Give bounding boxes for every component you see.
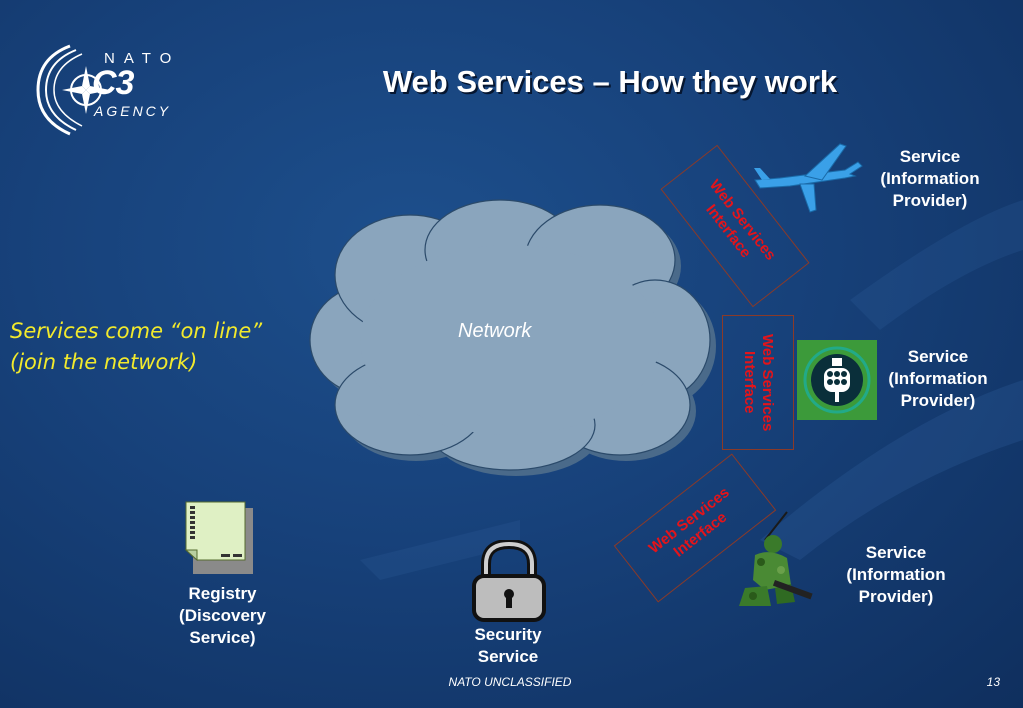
page-number: 13: [986, 675, 1000, 689]
registry-document-icon: [184, 501, 253, 574]
logo-agency-text: AGENCY: [94, 103, 172, 119]
service-label-line2: (Information: [880, 169, 980, 188]
services-note-line1: Services come “on line”: [10, 319, 263, 343]
interface-label-line2: Interface: [741, 351, 758, 414]
service-label-line2: (Information: [888, 369, 988, 388]
service-label-line1: Service: [907, 347, 969, 366]
service-label-line3: Provider): [892, 191, 968, 210]
registry-label-line1: Registry: [188, 584, 257, 603]
classification-footer: NATO UNCLASSIFIED: [448, 675, 572, 689]
registry-label: Registry (Discovery Service): [160, 583, 285, 649]
interface-label-line1: Web Services: [759, 333, 776, 432]
service-provider-label-aircraft: Service (Information Provider): [870, 146, 990, 212]
registry-label-line2: (Discovery: [179, 606, 266, 625]
service-label-line2: (Information: [846, 565, 946, 584]
service-provider-label-sensor: Service (Information Provider): [878, 346, 998, 412]
sensor-station-icon: [797, 340, 877, 420]
network-label: Network: [458, 320, 532, 342]
service-label-line3: Provider): [858, 587, 934, 606]
logo-c3-text: C3: [92, 64, 134, 102]
service-label-line1: Service: [899, 147, 961, 166]
slide-title: Web Services – How they work: [382, 64, 838, 99]
security-service-label: Security Service: [448, 624, 568, 668]
compass-emblem-icon: [36, 44, 110, 136]
registry-label-line3: Service): [189, 628, 256, 647]
network-cloud: [309, 199, 716, 476]
security-label-line2: Service: [477, 647, 539, 666]
nato-c3-agency-logo: NATO C3 AGENCY: [30, 38, 190, 138]
soldier-icon: [739, 511, 813, 606]
logo-nato-text: NATO: [104, 50, 181, 67]
security-label-line1: Security: [474, 625, 542, 644]
services-online-note: Services come “on line” (join the networ…: [10, 316, 262, 378]
services-note-line2: (join the network): [10, 350, 198, 374]
service-label-line1: Service: [865, 543, 927, 562]
service-label-line3: Provider): [900, 391, 976, 410]
padlock-icon: [472, 540, 546, 622]
service-provider-label-soldier: Service (Information Provider): [836, 542, 956, 608]
aircraft-icon: [754, 143, 863, 213]
